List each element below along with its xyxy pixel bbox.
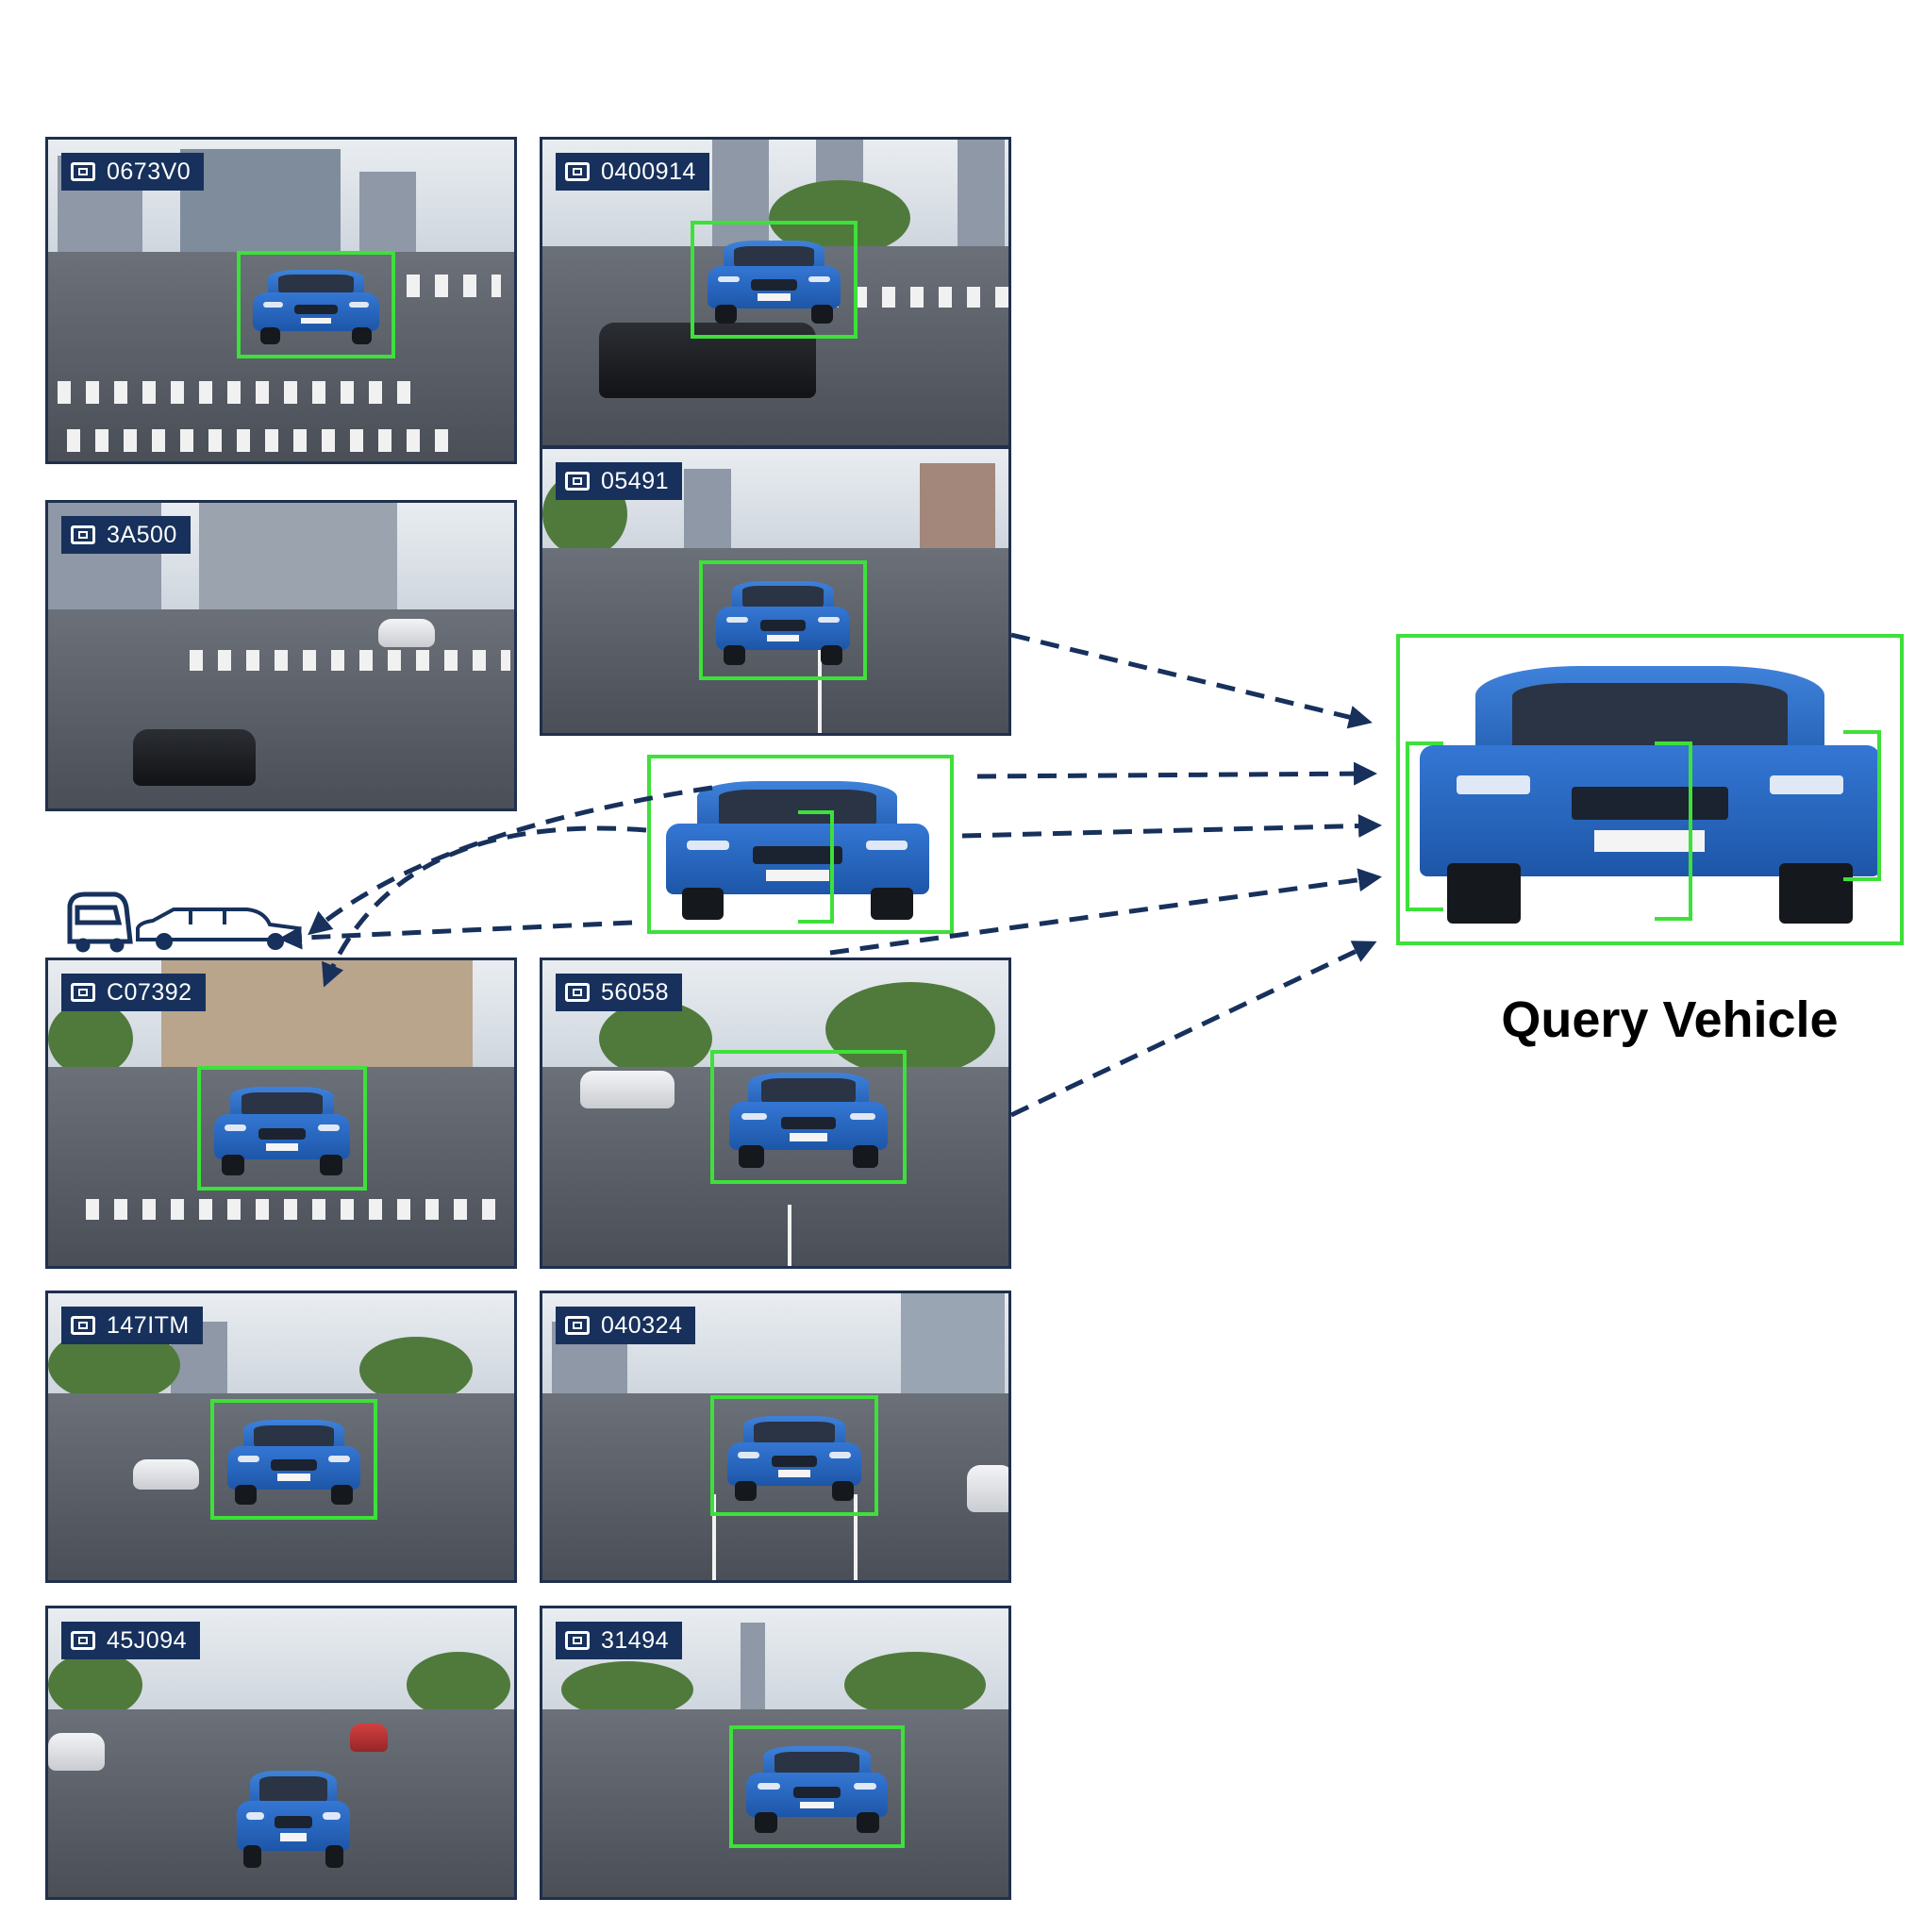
vehicle-crop — [647, 755, 954, 934]
blue-suv — [237, 1764, 350, 1869]
camera-id: 0673V0 — [107, 158, 192, 185]
camera-badge: 05491 — [556, 462, 683, 500]
camera-id: C07392 — [107, 978, 192, 1006]
camera-id: 05491 — [601, 467, 670, 494]
detection-box — [237, 251, 395, 358]
camera-frame-7: 147ITM — [45, 1291, 517, 1583]
query-vehicle — [1420, 650, 1880, 924]
camera-badge: 0673V0 — [61, 153, 205, 191]
arrow-crop-to-query-1 — [976, 761, 1377, 786]
blue-suv — [729, 1066, 888, 1168]
camera-icon — [71, 1631, 95, 1650]
camera-id: 31494 — [601, 1626, 670, 1654]
camera-icon — [71, 162, 95, 181]
camera-frame-6: 56058 — [540, 958, 1011, 1269]
camera-badge: 56058 — [556, 974, 683, 1011]
black-suv — [133, 728, 256, 786]
arrow-frame6-to-query — [1009, 941, 1377, 1118]
camera-badge: 0400914 — [556, 153, 709, 191]
van-icon — [67, 891, 133, 953]
detection-box — [691, 221, 858, 339]
camera-badge: 45J094 — [61, 1622, 201, 1659]
blue-suv — [252, 265, 380, 345]
camera-id: 147ITM — [107, 1311, 190, 1339]
query-label: Query Vehicle — [1501, 991, 1839, 1048]
camera-frame-5: C07392 — [45, 958, 517, 1269]
camera-icon — [71, 525, 95, 544]
blue-suv — [726, 1410, 862, 1501]
camera-icon — [565, 983, 590, 1002]
white-car — [967, 1465, 1008, 1513]
detection-box — [210, 1399, 377, 1520]
white-car — [580, 1070, 675, 1108]
blue-suv — [746, 1740, 888, 1833]
camera-id: 56058 — [601, 978, 670, 1006]
camera-id: 040324 — [601, 1311, 683, 1339]
camera-frame-4: 05491 — [540, 446, 1011, 736]
part-bracket — [1406, 741, 1443, 911]
arrow-crop-to-icons — [278, 920, 633, 950]
camera-badge: 040324 — [556, 1307, 696, 1344]
camera-frame-9: 45J094 — [45, 1606, 517, 1900]
white-car — [378, 619, 435, 648]
part-bracket — [1843, 730, 1881, 881]
camera-icon — [71, 1316, 95, 1335]
camera-frame-8: 040324 — [540, 1291, 1011, 1583]
detection-box — [197, 1066, 367, 1191]
white-car — [48, 1732, 105, 1771]
white-car — [133, 1459, 199, 1491]
camera-icon — [71, 983, 95, 1002]
detection-box — [729, 1725, 905, 1848]
query-vehicle-box — [1396, 634, 1904, 945]
camera-badge: 31494 — [556, 1622, 683, 1659]
car-side-icon — [136, 908, 303, 950]
camera-icon — [565, 472, 590, 491]
blue-suv — [226, 1414, 361, 1505]
part-bracket — [1655, 741, 1692, 921]
arrow-frame4-to-query — [1010, 632, 1373, 729]
red-car — [350, 1724, 388, 1753]
camera-badge: 3A500 — [61, 516, 191, 554]
detection-box — [710, 1050, 907, 1184]
camera-id: 45J094 — [107, 1626, 188, 1654]
camera-frame-10: 31494 — [540, 1606, 1011, 1900]
part-bracket — [798, 810, 834, 924]
camera-id: 0400914 — [601, 158, 696, 185]
blue-suv — [715, 575, 851, 666]
vehicle-type-icons — [67, 891, 303, 953]
camera-frame-3: 3A500 — [45, 500, 517, 811]
detection-box — [710, 1395, 878, 1516]
arrow-crop-to-query-2 — [961, 814, 1382, 839]
blue-suv — [213, 1081, 351, 1175]
camera-frame-2: 0400914 — [540, 137, 1011, 448]
detection-box — [699, 560, 867, 680]
camera-badge: 147ITM — [61, 1307, 203, 1344]
camera-frame-1: 0673V0 — [45, 137, 517, 464]
camera-badge: C07392 — [61, 974, 206, 1011]
blue-suv — [707, 236, 841, 325]
camera-icon — [565, 162, 590, 181]
camera-icon — [565, 1316, 590, 1335]
camera-id: 3A500 — [107, 521, 177, 548]
camera-icon — [565, 1631, 590, 1650]
